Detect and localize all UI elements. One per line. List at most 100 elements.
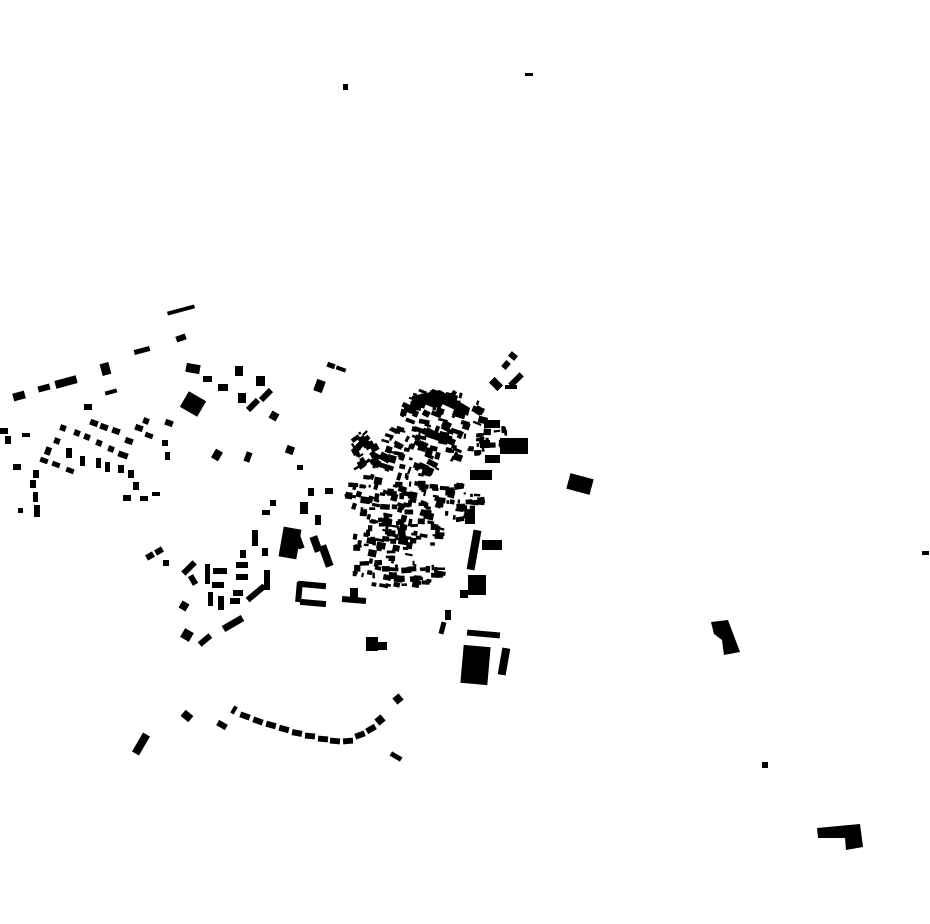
building	[300, 502, 308, 514]
building	[203, 376, 212, 382]
building	[374, 537, 385, 543]
building	[466, 529, 482, 571]
building	[408, 518, 413, 525]
building	[178, 600, 190, 612]
building	[475, 400, 480, 406]
building	[482, 540, 502, 550]
building	[341, 595, 367, 605]
building	[460, 644, 491, 686]
building	[505, 385, 517, 389]
building	[430, 542, 435, 546]
building	[105, 462, 110, 472]
building	[362, 430, 368, 437]
building	[366, 569, 373, 576]
building	[470, 470, 492, 480]
building	[397, 528, 404, 536]
building	[419, 393, 425, 401]
building	[409, 537, 417, 544]
building	[403, 447, 410, 453]
building	[111, 426, 121, 436]
building	[366, 637, 378, 651]
building	[180, 709, 194, 723]
building	[408, 481, 412, 487]
building	[369, 507, 376, 511]
building	[354, 483, 359, 487]
building	[430, 410, 442, 419]
building	[453, 402, 458, 407]
building	[474, 406, 485, 413]
building	[419, 533, 428, 539]
building	[452, 514, 456, 520]
building	[369, 473, 375, 481]
building	[404, 435, 411, 443]
building	[384, 464, 391, 473]
buildings-layer	[0, 73, 929, 850]
building	[370, 536, 376, 544]
building	[377, 517, 383, 523]
building	[80, 456, 85, 466]
building	[12, 390, 26, 402]
building	[166, 304, 196, 316]
building	[418, 388, 427, 395]
building	[391, 504, 398, 510]
building	[525, 73, 533, 76]
building	[381, 438, 390, 444]
building	[392, 544, 401, 552]
building	[397, 519, 405, 525]
building	[387, 576, 391, 581]
building	[413, 575, 422, 578]
building	[412, 560, 415, 566]
building	[437, 418, 448, 423]
building	[357, 462, 366, 470]
building	[145, 551, 155, 561]
building	[18, 508, 23, 513]
building	[441, 397, 446, 402]
building	[238, 393, 246, 403]
building	[181, 560, 197, 576]
building	[434, 495, 438, 500]
building	[83, 433, 91, 441]
building	[211, 448, 223, 462]
building	[66, 448, 72, 458]
building	[423, 505, 431, 509]
building	[382, 528, 391, 533]
building	[451, 444, 457, 450]
building	[433, 434, 439, 438]
building	[424, 423, 432, 428]
building	[377, 642, 387, 650]
building	[382, 573, 389, 581]
building	[497, 647, 511, 676]
building	[326, 361, 336, 370]
building	[421, 409, 431, 418]
building	[313, 378, 326, 394]
building	[455, 516, 465, 523]
building	[245, 397, 261, 413]
building	[485, 455, 500, 463]
building	[437, 526, 445, 531]
building	[22, 433, 30, 437]
building	[404, 552, 413, 557]
building	[89, 418, 99, 428]
building	[473, 493, 481, 497]
building	[434, 425, 441, 434]
building	[411, 580, 420, 589]
building	[475, 438, 480, 442]
building	[402, 546, 409, 551]
building	[350, 445, 358, 452]
building	[270, 500, 276, 506]
building	[268, 410, 280, 422]
building	[407, 499, 413, 508]
building	[0, 428, 8, 434]
building	[354, 730, 366, 740]
building	[407, 491, 417, 501]
building	[51, 460, 61, 469]
building	[218, 384, 228, 391]
building	[406, 466, 412, 475]
building	[456, 400, 461, 407]
building	[452, 452, 464, 463]
building	[419, 567, 423, 571]
building	[445, 446, 453, 454]
building	[365, 723, 377, 735]
building	[460, 590, 468, 598]
